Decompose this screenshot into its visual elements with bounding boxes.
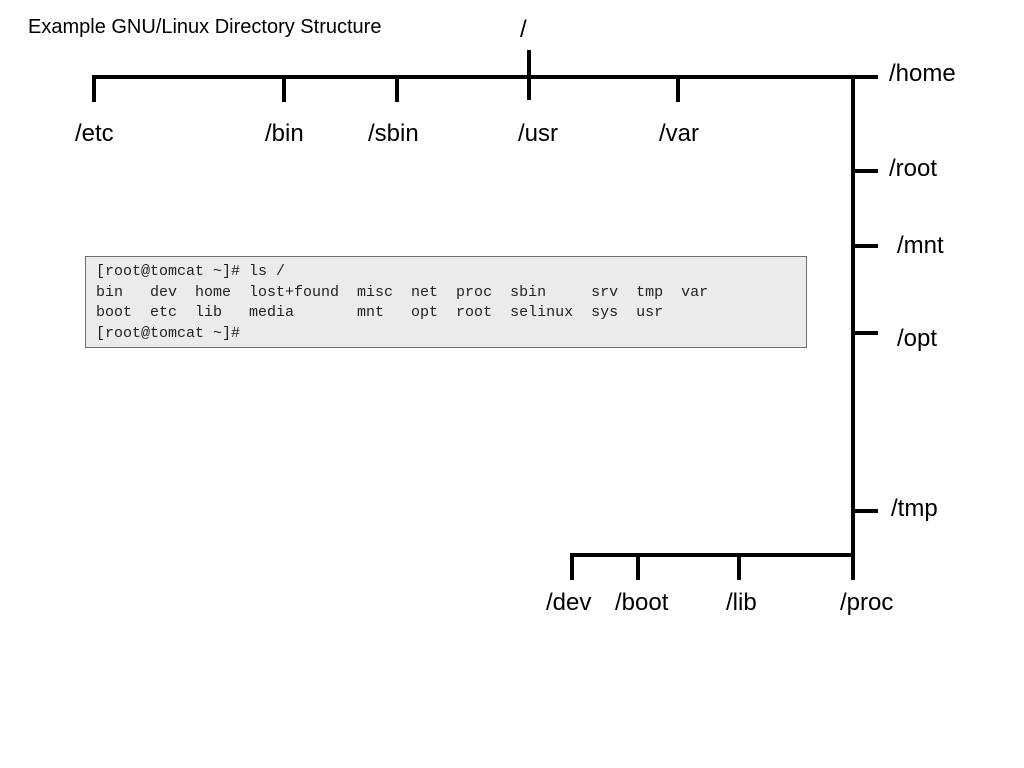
terminal-line-output-1: bin dev home lost+found misc net proc sb… bbox=[96, 283, 709, 301]
terminal-line-prompt: [root@tomcat ~]# bbox=[96, 324, 241, 342]
branch-label-sbin: /sbin bbox=[368, 120, 419, 147]
root-label: / bbox=[520, 16, 527, 43]
terminal-line-command: [root@tomcat ~]# ls / bbox=[96, 263, 286, 280]
diagram-title: Example GNU/Linux Directory Structure bbox=[28, 16, 382, 38]
branch-label-dev: /dev bbox=[546, 589, 592, 616]
branch-label-mnt: /mnt bbox=[897, 232, 944, 259]
branch-label-opt: /opt bbox=[897, 325, 938, 352]
branch-label-proc: /proc bbox=[840, 589, 894, 616]
terminal-output-box: [root@tomcat ~]# ls / bin dev home lost+… bbox=[85, 256, 807, 348]
branch-label-lib: /lib bbox=[726, 589, 757, 616]
branch-label-bin: /bin bbox=[265, 120, 304, 147]
branch-label-tmp: /tmp bbox=[891, 495, 938, 522]
branch-label-boot: /boot bbox=[615, 589, 669, 616]
branch-label-root: /root bbox=[889, 155, 938, 182]
branch-label-var: /var bbox=[659, 120, 700, 147]
branch-label-etc: /etc bbox=[75, 120, 114, 147]
branch-label-home: /home bbox=[889, 60, 956, 87]
terminal-line-output-2: boot etc lib media mnt opt root selinux … bbox=[96, 304, 664, 321]
branch-label-usr: /usr bbox=[518, 120, 559, 147]
